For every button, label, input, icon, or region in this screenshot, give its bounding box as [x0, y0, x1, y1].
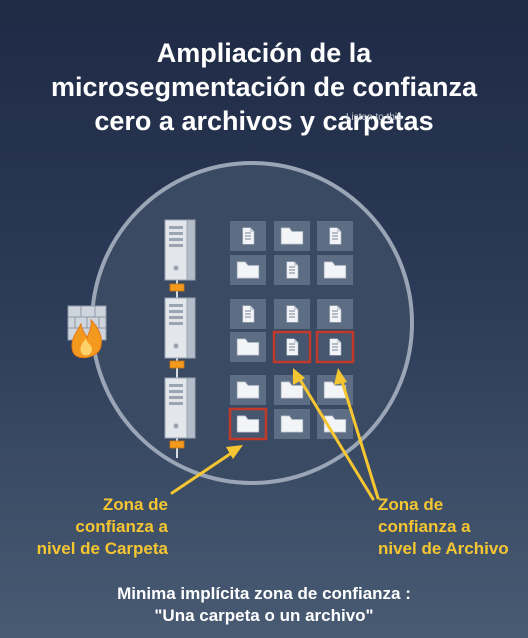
server-icon: [164, 219, 196, 281]
document-icon: [286, 261, 299, 279]
arrow-to-file-zone-2: [339, 376, 380, 500]
server-connector: [169, 440, 185, 449]
arrowhead: [293, 368, 305, 385]
footer-note: Minima implícita zona de confianza : "Un…: [0, 583, 528, 627]
footer-line-1: Minima implícita zona de confianza :: [117, 584, 411, 603]
server-icon: [164, 377, 196, 439]
document-icon: [286, 338, 299, 356]
document-icon: [329, 227, 342, 245]
document-icon: [329, 338, 342, 356]
firewall-icon: [67, 305, 107, 359]
document-icon: [329, 305, 342, 323]
arrowhead: [334, 368, 347, 385]
diagram-title: Ampliación de la microsegmentación de co…: [0, 36, 528, 138]
file-zone-label: Zona de confianza a nivel de Archivo: [378, 495, 509, 558]
document-icon: [286, 305, 299, 323]
title-line-3: cero a archivos y carpetas: [94, 106, 434, 136]
document-icon: [242, 305, 255, 323]
server-icon: [164, 297, 196, 359]
server-connector: [169, 283, 185, 292]
footer-line-2: "Una carpeta o un archivo": [154, 606, 374, 625]
title-line-2: microsegmentación de confianza: [50, 72, 478, 102]
arrow-to-folder-zone: [170, 450, 235, 495]
arrow-to-file-zone-1: [297, 376, 375, 501]
server-connector: [169, 360, 185, 369]
listen-watermark: Listen to this: [346, 112, 403, 123]
title-line-1: Ampliación de la: [156, 38, 372, 68]
folder-zone-label: Zona de confianza a nivel de Carpeta: [36, 495, 168, 558]
document-icon: [242, 227, 255, 245]
arrowhead: [226, 445, 243, 459]
